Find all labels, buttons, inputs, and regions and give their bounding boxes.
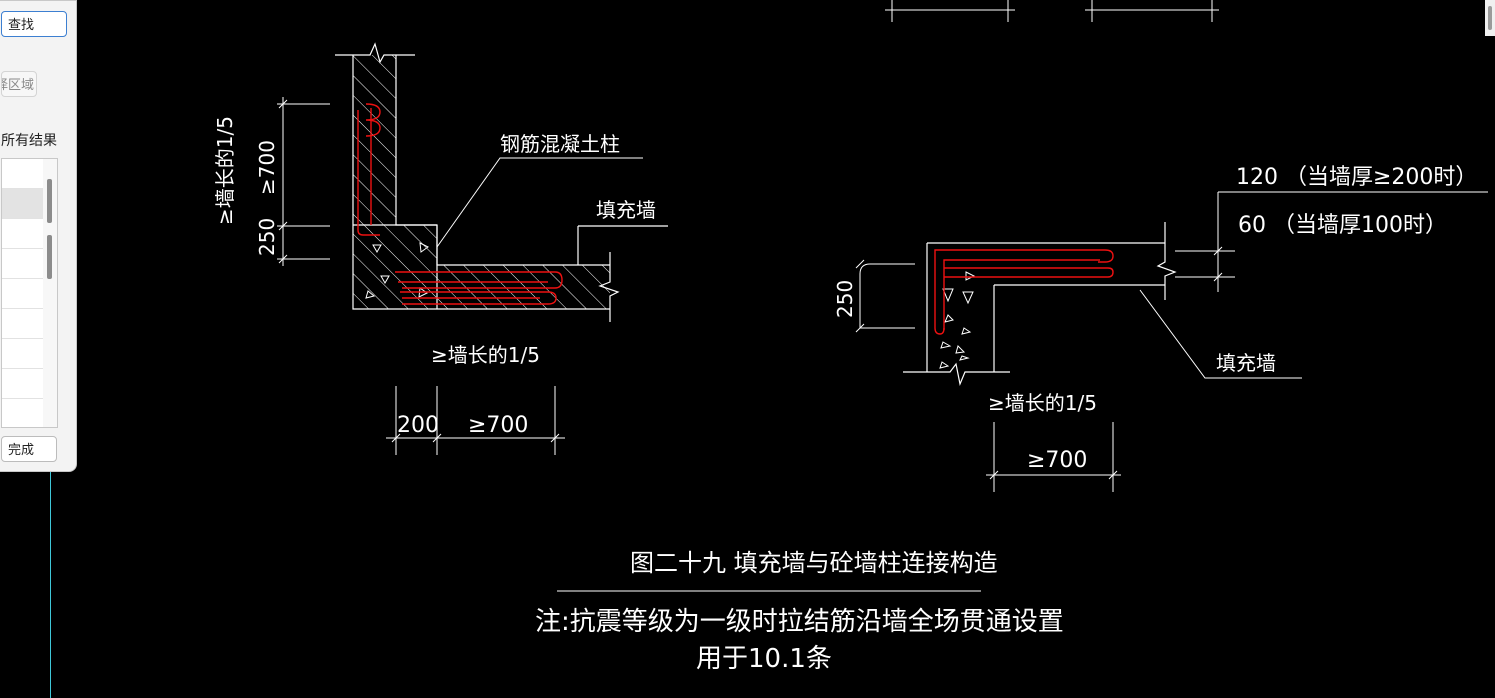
left-detail: ≥墙长的1/5 ≥700 250 钢筋混凝土柱 填充墙 ≥墙长的1/5 200 … (213, 42, 668, 455)
right-rebar-lines (934, 249, 1114, 335)
select-region-button[interactable]: 择区域 (1, 71, 37, 97)
rebar-lines (357, 103, 563, 305)
list-item[interactable] (2, 219, 57, 249)
left-bottom-dims (386, 386, 565, 455)
left-infill-label: 填充墙 (596, 198, 656, 222)
done-button[interactable]: 完成 (1, 436, 57, 462)
list-item[interactable] (2, 279, 57, 309)
list-item[interactable] (2, 249, 57, 279)
panel-guide-line (50, 472, 51, 698)
right-bottom-wall-length-text: ≥墙长的1/5 (988, 391, 1097, 415)
left-bottom-wall-length-text: ≥墙长的1/5 (431, 343, 540, 367)
right-scrollbar[interactable] (1485, 0, 1495, 36)
left-vertical-dims (277, 97, 330, 266)
left-vertical-wall-length-text: ≥墙长的1/5 (213, 116, 237, 225)
results-scrollbar[interactable] (43, 159, 57, 427)
column-label: 钢筋混凝土柱 (500, 132, 620, 156)
top-dimensions (885, 0, 1219, 22)
results-list[interactable] (1, 158, 58, 428)
note-120: 120 （当墙厚≥200时） (1236, 165, 1477, 190)
left-dim-200: 200 (397, 413, 439, 438)
find-button[interactable]: 查找 (1, 11, 67, 37)
figure-title: 图二十九 填充墙与砼墙柱连接构造 (630, 549, 998, 577)
list-item[interactable] (2, 309, 57, 339)
list-item[interactable] (2, 339, 57, 369)
scrollbar-thumb[interactable] (1488, 6, 1492, 30)
left-dim-250: 250 (255, 218, 279, 256)
left-dim-bottom-700: ≥700 (468, 413, 528, 438)
list-item[interactable] (2, 369, 57, 399)
right-infill-label: 填充墙 (1216, 351, 1276, 375)
note-line-1: 注:抗震等级为一级时拉结筋沿墙全场贯通设置 (535, 607, 1064, 637)
right-dim-700: ≥700 (1027, 448, 1087, 473)
scrollbar-thumb[interactable] (47, 179, 52, 223)
concrete-column (335, 42, 668, 322)
right-detail: 250 120 （当墙厚≥200时） 60 （当墙厚100时） 填充墙 ≥墙长的… (833, 165, 1488, 492)
list-item[interactable] (2, 159, 57, 189)
find-panel: 查找 择区域 所有结果 完成 (0, 0, 77, 472)
right-dim-250: 250 (833, 280, 857, 318)
note-60: 60 （当墙厚100时） (1238, 213, 1447, 238)
left-dim-700: ≥700 (255, 140, 279, 195)
note-line-2: 用于10.1条 (696, 644, 832, 674)
scrollbar-thumb[interactable] (47, 235, 52, 279)
all-results-label: 所有结果 (1, 133, 57, 149)
